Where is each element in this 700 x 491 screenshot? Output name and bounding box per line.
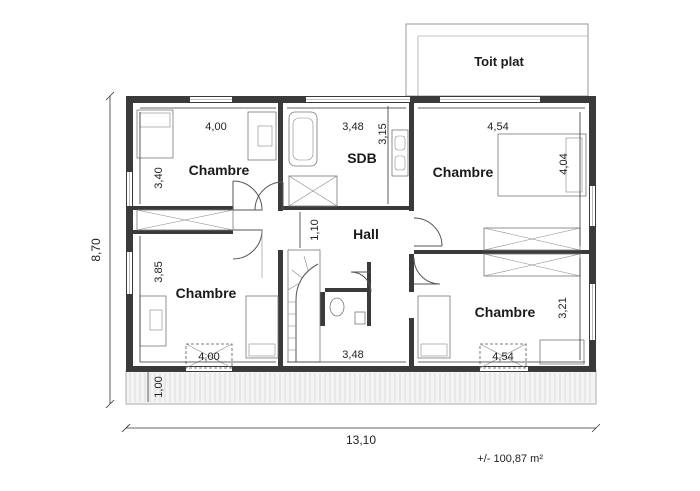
room-label-chambre-bottom-left: Chambre: [176, 285, 237, 301]
dim-top-left-width: 4,00: [205, 121, 226, 133]
bed-top-left: [136, 109, 174, 159]
bed-bottom-left: [245, 295, 279, 359]
dim-sdb-height: 3,15: [377, 123, 389, 144]
bathtub: [288, 111, 318, 167]
room-label-chambre-top-right: Chambre: [433, 164, 494, 180]
room-label-sdb: SDB: [347, 150, 377, 166]
window-bottom-left: [185, 343, 233, 369]
double-sink: [391, 129, 409, 177]
desk-top-left: [247, 111, 277, 161]
dim-bottom-right-height: 3,21: [557, 297, 569, 318]
staircase: [287, 249, 321, 363]
dim-top-right-width: 4,54: [487, 121, 508, 133]
exterior-dimension-lines: [105, 91, 601, 433]
bed-top-right: [497, 133, 587, 197]
bed-bottom-right: [417, 295, 451, 359]
desk-bottom-right: [539, 339, 585, 365]
toilet: [329, 297, 345, 317]
dim-balcony-depth: 1,00: [153, 376, 165, 397]
room-label-chambre-top-left: Chambre: [189, 162, 250, 178]
desk-bottom-left: [139, 295, 167, 347]
wc-sink: [354, 311, 366, 325]
dim-bottom-left-width: 4,00: [198, 351, 219, 363]
bathroom-fixtures: [288, 111, 409, 325]
outer-walls: [126, 96, 596, 372]
dim-top-left-height: 3,40: [153, 167, 165, 188]
window-bottom-right: [479, 343, 527, 369]
interior-walls: [133, 103, 589, 366]
dim-sdb-width: 3,48: [342, 121, 363, 133]
doors: [232, 180, 443, 293]
room-label-hall: Hall: [353, 226, 379, 242]
interior-dimension-lines: [139, 106, 585, 402]
terrace-strip: [125, 369, 597, 405]
dim-bottom-left-height: 3,85: [153, 261, 165, 282]
dim-top-right-height: 4,04: [558, 153, 570, 174]
roof-label: Toit plat: [474, 54, 524, 69]
furniture: [136, 109, 587, 369]
dim-bottom-right-width: 4,54: [492, 351, 513, 363]
dim-bottom-center-width: 3,48: [342, 349, 363, 361]
dim-hall-height: 1,10: [309, 219, 321, 240]
dim-total-width: 13,10: [346, 433, 376, 447]
total-area: +/- 100,87 m²: [477, 453, 543, 465]
room-label-chambre-bottom-right: Chambre: [475, 304, 536, 320]
dim-total-height: 8,70: [89, 238, 103, 262]
flat-roof: [405, 23, 589, 97]
